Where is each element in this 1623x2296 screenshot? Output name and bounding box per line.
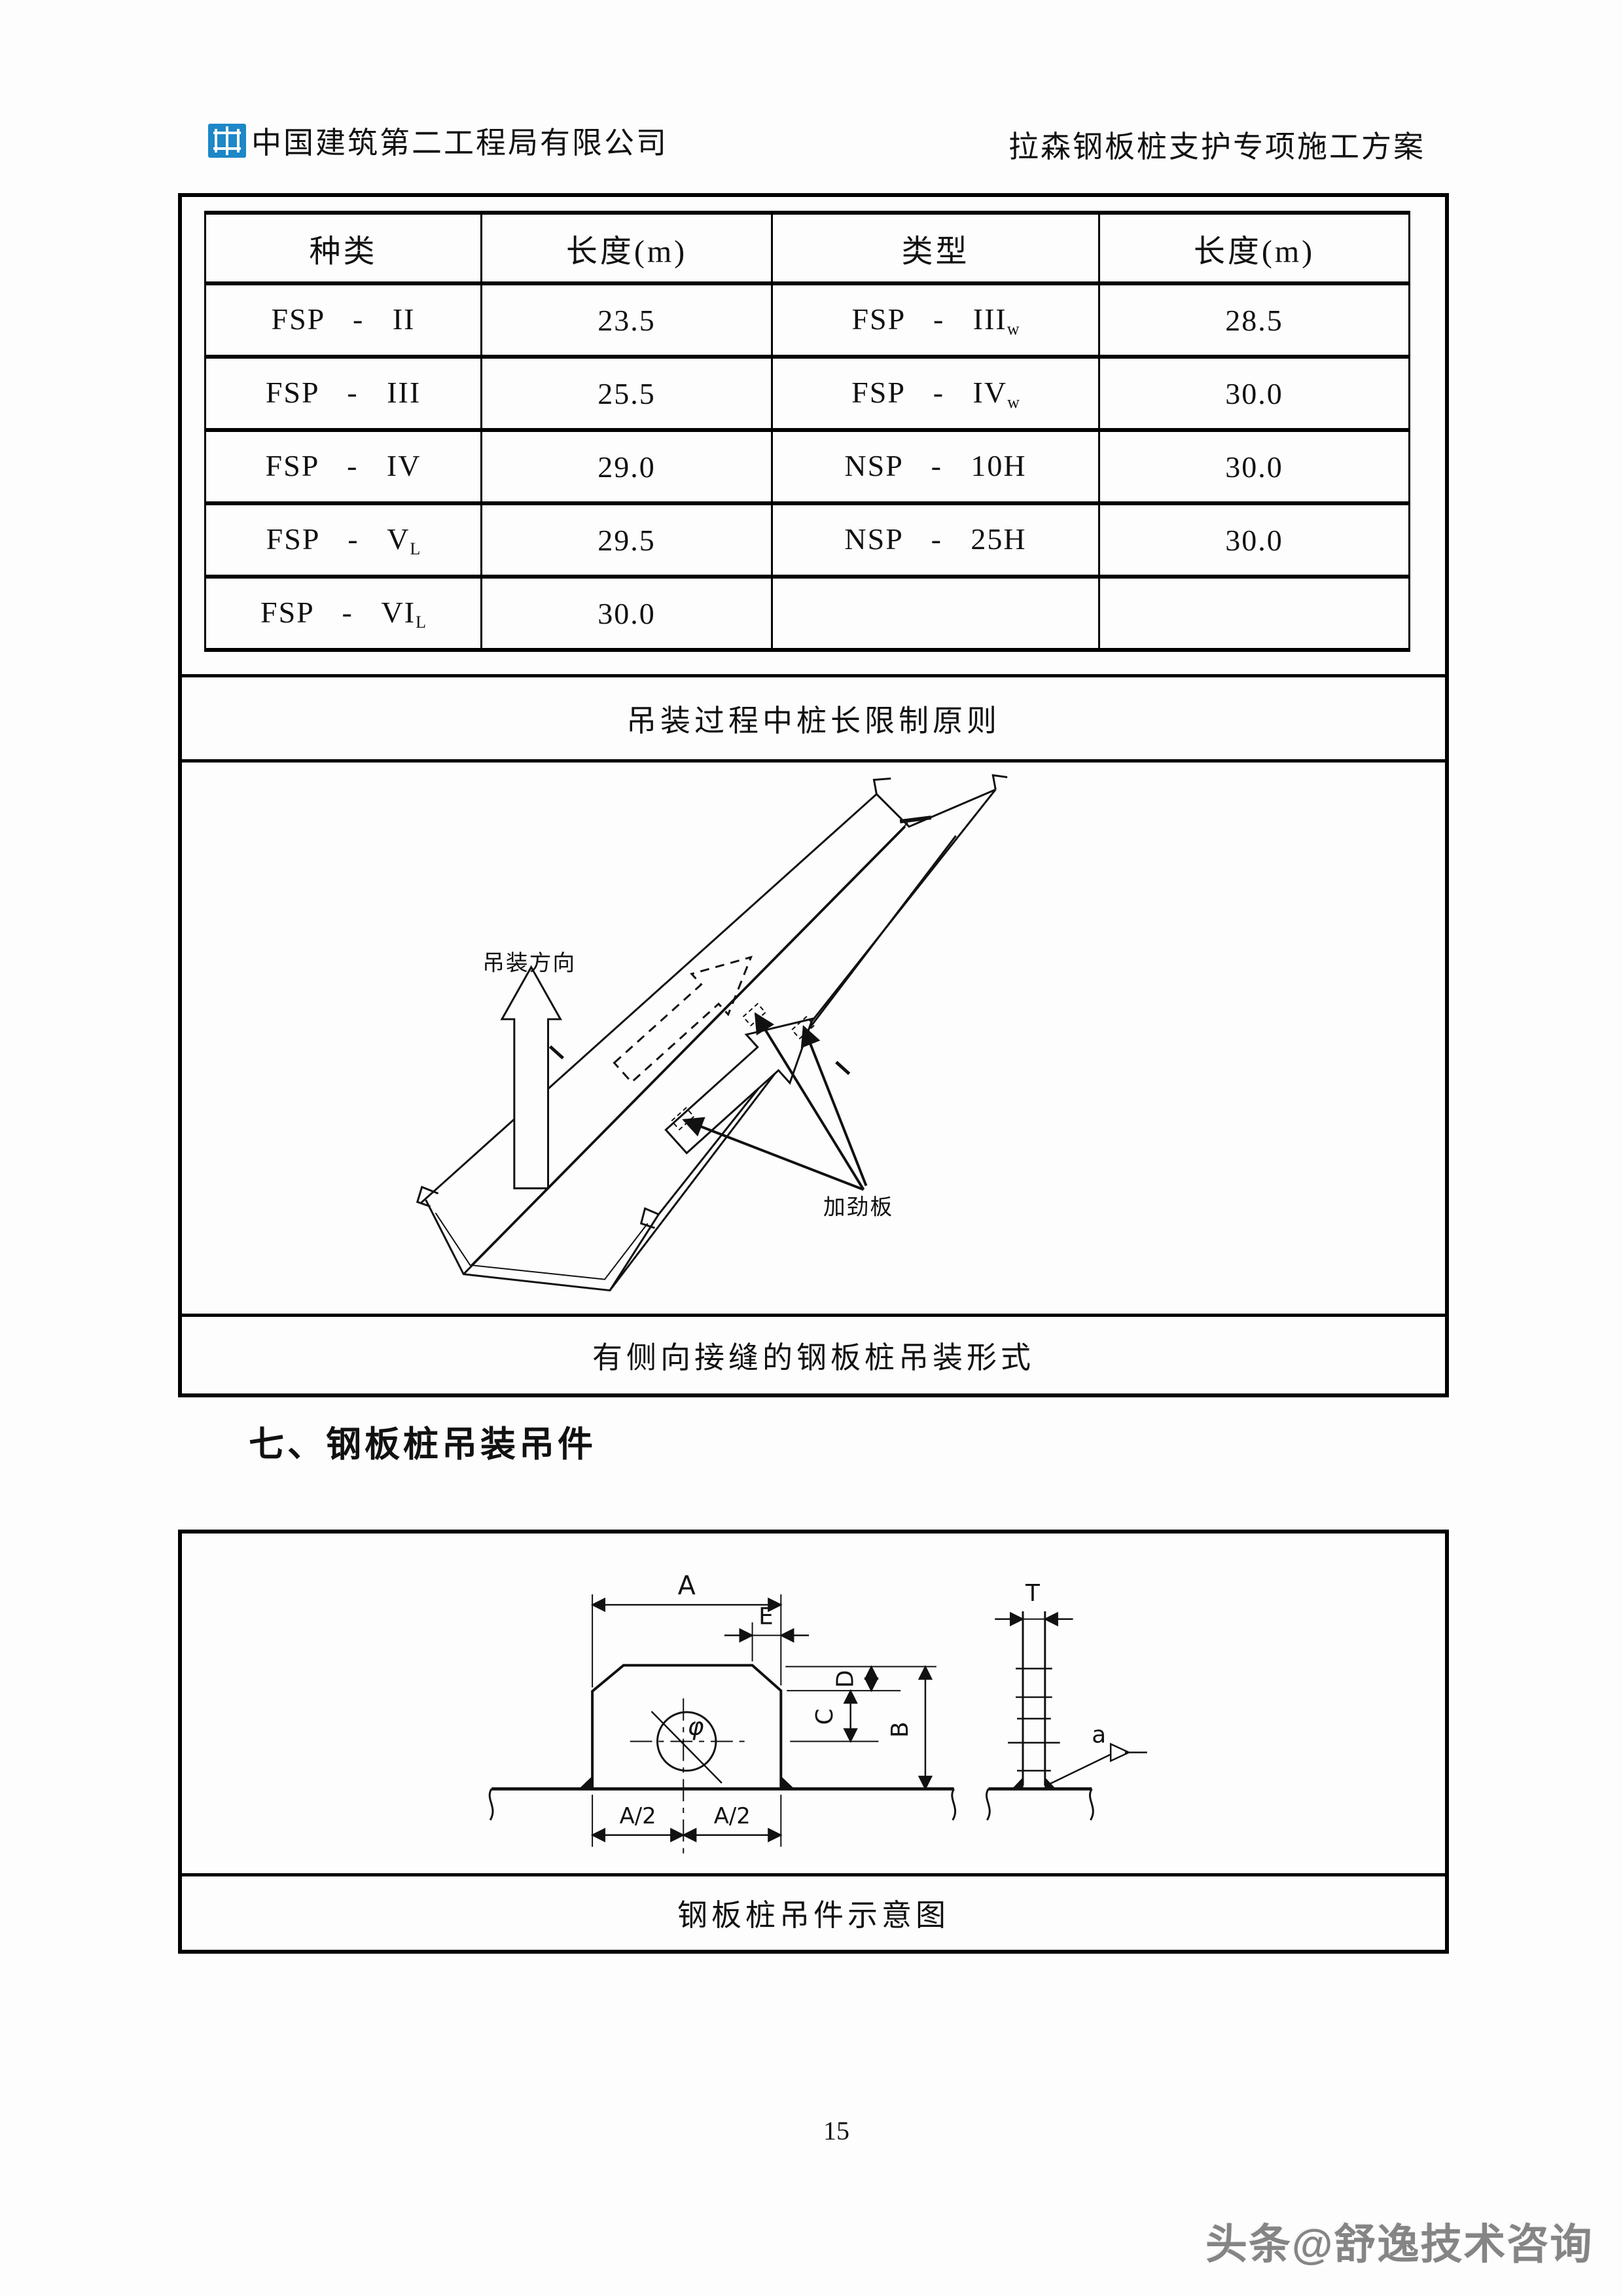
cell-length: 23.5 bbox=[480, 281, 773, 359]
weld-a-label: a bbox=[1092, 1722, 1106, 1749]
cell-length: 29.5 bbox=[480, 501, 773, 579]
dim-a2-right-label: A/2 bbox=[714, 1803, 751, 1829]
cell-type: FSP - IIIw bbox=[771, 281, 1100, 359]
column-header-length2: 长度(m) bbox=[1098, 211, 1410, 285]
figure2-caption: 钢板桩吊件示意图 bbox=[677, 1899, 950, 1932]
cell-kind: FSP - III bbox=[204, 355, 482, 432]
cell-suffix: L bbox=[416, 612, 426, 632]
cell-length: 30.0 bbox=[480, 575, 773, 652]
cell-length: 29.0 bbox=[480, 428, 773, 505]
cell-suffix: L bbox=[410, 539, 421, 558]
cell-length bbox=[1098, 575, 1410, 652]
cell-length: 25.5 bbox=[480, 355, 773, 432]
cell-suffix: w bbox=[1007, 319, 1020, 338]
cell-text: FSP - III bbox=[851, 302, 1007, 336]
dashed-slide-arrow bbox=[613, 956, 753, 1084]
frame-divider bbox=[182, 674, 1445, 677]
figure1-caption: 有侧向接缝的钢板桩吊装形式 bbox=[592, 1340, 1035, 1374]
lug-front-view bbox=[488, 1594, 957, 1860]
table-row: FSP - III 25.5 FSP - IVw 30.0 bbox=[204, 355, 1410, 432]
figure1-area: 吊装方向 加劲板 bbox=[182, 762, 1445, 1314]
cell-kind: FSP - VIL bbox=[204, 575, 482, 652]
cell-text: FSP - VI bbox=[260, 595, 416, 629]
company-name: 中国建筑第二工程局有限公司 bbox=[251, 126, 668, 160]
cell-length: 30.0 bbox=[1098, 355, 1410, 432]
cell-kind: FSP - II bbox=[204, 281, 482, 359]
dim-e-label: E bbox=[758, 1604, 774, 1630]
cell-type: FSP - IVw bbox=[771, 355, 1100, 432]
cell-length: 30.0 bbox=[1098, 428, 1410, 505]
header-left: 中国建筑第二工程局有限公司 bbox=[208, 119, 668, 162]
cscec-logo-icon bbox=[208, 124, 246, 158]
cell-type: NSP - 10H bbox=[771, 428, 1100, 505]
lifting-direction-arrow bbox=[500, 965, 562, 1190]
dim-d-label: D bbox=[832, 1670, 859, 1688]
cell-type: NSP - 25H bbox=[771, 501, 1100, 579]
pile-hoisting-figure: 吊装方向 加劲板 bbox=[416, 774, 1008, 1292]
figure2-area: A E D C B T φ A/2 A/2 a bbox=[182, 1534, 1445, 1873]
stiffener-label: 加劲板 bbox=[823, 1194, 893, 1219]
dim-b-label: B bbox=[887, 1721, 914, 1738]
cell-kind: FSP - IV bbox=[204, 428, 482, 505]
cell-text: FSP - IV bbox=[265, 448, 421, 482]
stiffener-pointer-arrows bbox=[682, 1012, 868, 1191]
lifting-lug-figure: A E D C B T φ A/2 A/2 a bbox=[488, 1571, 1147, 1860]
cell-length: 28.5 bbox=[1098, 281, 1410, 359]
frame-divider bbox=[182, 1314, 1445, 1317]
cell-text: FSP - II bbox=[271, 302, 416, 336]
cell-text: NSP - 10H bbox=[844, 448, 1027, 482]
spec-and-figure-frame: 种类 长度(m) 类型 长度(m) FSP - II 23.5 FSP - II… bbox=[178, 193, 1449, 1397]
solid-slide-arrow bbox=[664, 1017, 814, 1155]
cell-text: FSP - V bbox=[266, 522, 410, 556]
dim-phi-label: φ bbox=[688, 1712, 704, 1741]
cell-text: FSP - IV bbox=[851, 375, 1008, 409]
doc-title: 拉森钢板桩支护专项施工方案 bbox=[1008, 130, 1425, 164]
sheet-pile-channel-drawing bbox=[416, 774, 1008, 1292]
cell-type bbox=[771, 575, 1100, 652]
section-heading: 七、钢板桩吊装吊件 bbox=[249, 1425, 596, 1464]
table-row: FSP - VIL 30.0 bbox=[204, 575, 1410, 652]
page-number: 15 bbox=[823, 2116, 849, 2145]
frame-divider bbox=[182, 1873, 1445, 1876]
cell-suffix: w bbox=[1007, 392, 1020, 412]
pile-length-table: 种类 长度(m) 类型 长度(m) FSP - II 23.5 FSP - II… bbox=[204, 211, 1410, 652]
table-row: FSP - VL 29.5 NSP - 25H 30.0 bbox=[204, 501, 1410, 579]
table-header-row: 种类 长度(m) 类型 长度(m) bbox=[204, 211, 1410, 285]
cell-text: NSP - 25H bbox=[844, 522, 1027, 556]
watermark: 头条@舒逸技术咨询 bbox=[1205, 2221, 1594, 2268]
column-header-kind: 种类 bbox=[204, 211, 482, 285]
dim-t-label: T bbox=[1025, 1580, 1040, 1607]
cell-kind: FSP - VL bbox=[204, 501, 482, 579]
dim-a-label: A bbox=[678, 1571, 696, 1601]
lug-side-view bbox=[985, 1611, 1147, 1821]
cell-text: FSP - III bbox=[265, 375, 421, 409]
lifting-direction-label: 吊装方向 bbox=[482, 951, 576, 976]
column-header-type: 类型 bbox=[771, 211, 1100, 285]
table-row: FSP - IV 29.0 NSP - 10H 30.0 bbox=[204, 428, 1410, 505]
lug-figure-frame: A E D C B T φ A/2 A/2 a 钢板桩吊件示意图 bbox=[178, 1530, 1449, 1954]
dim-a2-left-label: A/2 bbox=[620, 1803, 656, 1829]
table-section: 种类 长度(m) 类型 长度(m) FSP - II 23.5 FSP - II… bbox=[182, 197, 1445, 674]
table-caption: 吊装过程中桩长限制原则 bbox=[626, 704, 1001, 738]
column-header-length1: 长度(m) bbox=[480, 211, 773, 285]
frame-divider bbox=[182, 759, 1445, 762]
dim-c-label: C bbox=[812, 1708, 838, 1725]
cell-length: 30.0 bbox=[1098, 501, 1410, 579]
table-row: FSP - II 23.5 FSP - IIIw 28.5 bbox=[204, 281, 1410, 359]
